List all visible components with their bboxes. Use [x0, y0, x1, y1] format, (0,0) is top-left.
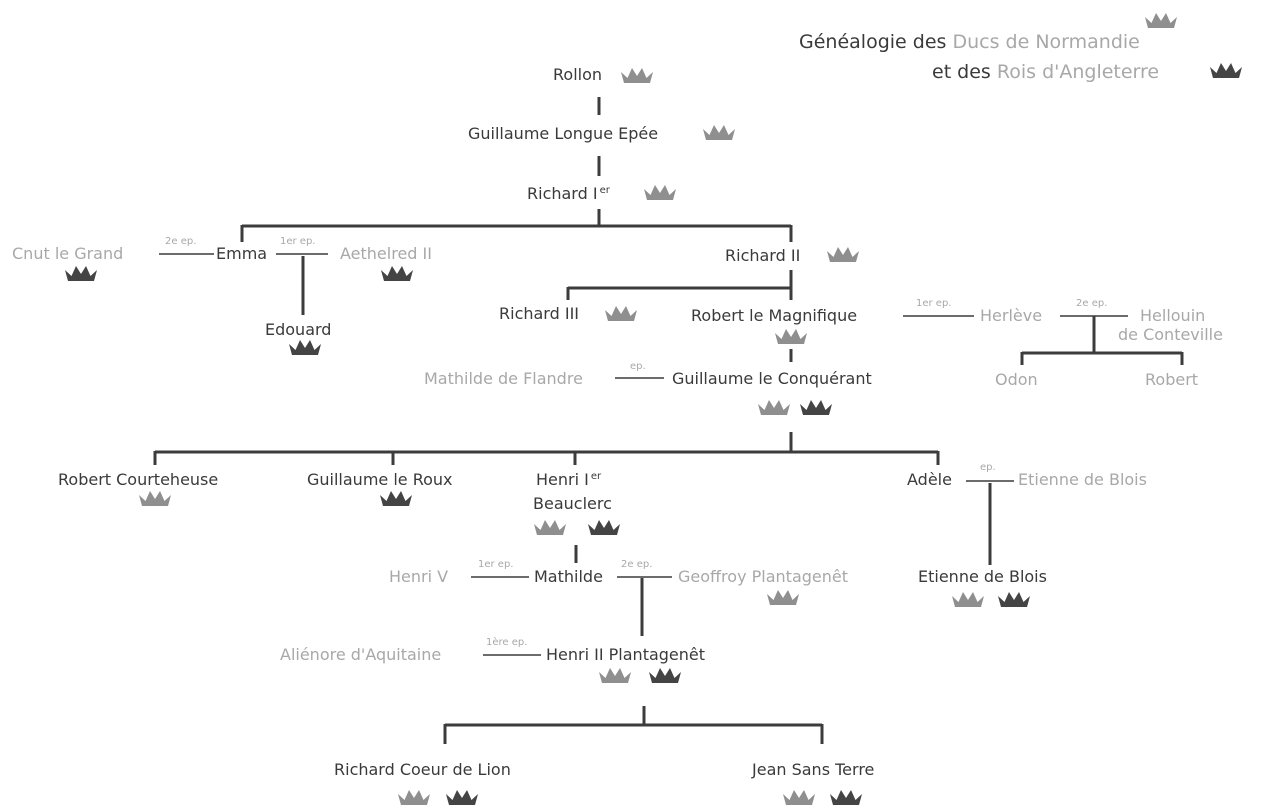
person-guillaume-longue-epee: Guillaume Longue Epée — [468, 124, 659, 143]
person-geoffroy-plantagenet: Geoffroy Plantagenêt — [678, 567, 848, 586]
person-richard-3: Richard III — [499, 304, 579, 323]
marriage-label-emma-aethelred: 1er ep. — [280, 236, 316, 247]
marriage-label-henri5-mathilde: 1er ep. — [478, 559, 514, 570]
duke-crown-icon — [139, 491, 171, 506]
person-henri-ii-plantagenet: Henri II Plantagenêt — [546, 645, 706, 664]
person-etienne-de-blois: Etienne de Blois — [918, 567, 1047, 586]
king-crown-icon — [1210, 63, 1242, 78]
person-henri-1-ordinal: er — [590, 471, 602, 482]
title-dukes: Ducs de Normandie — [952, 31, 1140, 53]
duke-crown-icon — [827, 247, 859, 262]
person-herleve: Herlève — [980, 306, 1043, 325]
king-crown-icon — [649, 668, 681, 683]
marriage-label-herleve-hellouin: 2e ep. — [1076, 298, 1108, 309]
title-prefix-2: et des — [932, 61, 991, 83]
person-guillaume-le-roux: Guillaume le Roux — [307, 470, 453, 489]
duke-crown-icon — [703, 125, 735, 140]
person-adele: Adèle — [907, 470, 952, 489]
duke-crown-icon — [621, 68, 653, 83]
marriage-lines — [159, 253, 1128, 656]
duke-crown-icon — [775, 329, 807, 344]
duke-crown-icon — [398, 790, 430, 805]
marriage-label-robert-herleve: 1er ep. — [916, 298, 952, 309]
person-richard-1-name: Richard I — [527, 184, 598, 203]
marriage-label-alienore-henri2: 1ère ep. — [486, 637, 528, 648]
person-robert: Robert — [1145, 370, 1199, 389]
marriage-label-mathilde-guillaume: ep. — [630, 361, 646, 372]
king-crown-icon — [998, 592, 1030, 607]
person-richard-coeur-de-lion: Richard Coeur de Lion — [334, 760, 511, 779]
person-emma: Emma — [216, 244, 268, 263]
duke-crown-icon — [783, 790, 815, 805]
person-mathilde: Mathilde — [534, 567, 603, 586]
marriage-label-cnut-emma: 2e ep. — [165, 236, 197, 247]
marriage-label-adele-etienne: ep. — [980, 462, 996, 473]
descent-lines — [153, 97, 1184, 744]
title-kings: Rois d'Angleterre — [996, 61, 1160, 83]
duke-crown-icon — [1145, 13, 1177, 28]
person-henri-1-name: Henri I — [536, 470, 589, 489]
king-crown-icon — [380, 491, 412, 506]
king-crown-icon — [446, 790, 478, 805]
person-odon: Odon — [995, 370, 1038, 389]
duke-crown-icon — [758, 400, 790, 415]
person-robert-courteheuse: Robert Courteheuse — [58, 470, 219, 489]
person-guillaume-le-conquerant: Guillaume le Conquérant — [672, 369, 872, 388]
person-hellouin-line-2: de Conteville — [1118, 325, 1223, 344]
diagram-title-line-1: Généalogie des Ducs de Normandie — [799, 30, 1140, 54]
person-etienne-de-blois-father: Etienne de Blois — [1018, 470, 1147, 489]
person-robert-le-magnifique: Robert le Magnifique — [691, 306, 858, 325]
person-richard-1-ordinal: er — [599, 185, 610, 196]
duke-crown-icon — [605, 306, 637, 321]
king-crown-icon — [830, 790, 862, 805]
duke-crown-icon — [644, 185, 676, 200]
person-edouard: Edouard — [265, 320, 332, 339]
duke-crown-icon — [534, 520, 566, 535]
duke-crown-icon — [952, 592, 984, 607]
duke-crown-icon — [767, 590, 799, 605]
duke-crown-icon — [599, 668, 631, 683]
person-cnut-le-grand: Cnut le Grand — [12, 244, 124, 263]
king-crown-icon — [289, 340, 321, 355]
person-jean-sans-terre: Jean Sans Terre — [752, 760, 875, 779]
person-alienore-d-aquitaine: Aliénore d'Aquitaine — [280, 645, 442, 664]
person-beauclerc: Beauclerc — [533, 494, 612, 513]
marriage-label-mathilde-geoffroy: 2e ep. — [621, 559, 653, 570]
king-crown-icon — [588, 520, 620, 535]
person-richard-2: Richard II — [725, 246, 801, 265]
person-mathilde-de-flandre: Mathilde de Flandre — [424, 369, 583, 388]
king-crown-icon — [800, 400, 832, 415]
king-crown-icon — [65, 266, 97, 281]
person-henri-v: Henri V — [389, 567, 449, 586]
king-crown-icon — [381, 266, 413, 281]
person-hellouin-line-1: Hellouin — [1140, 306, 1206, 325]
person-aethelred-ii: Aethelred II — [340, 244, 432, 263]
title-prefix-1: Généalogie des — [799, 31, 947, 53]
diagram-title-line-2: et des Rois d'Angleterre — [932, 60, 1159, 84]
person-rollon: Rollon — [553, 65, 603, 84]
